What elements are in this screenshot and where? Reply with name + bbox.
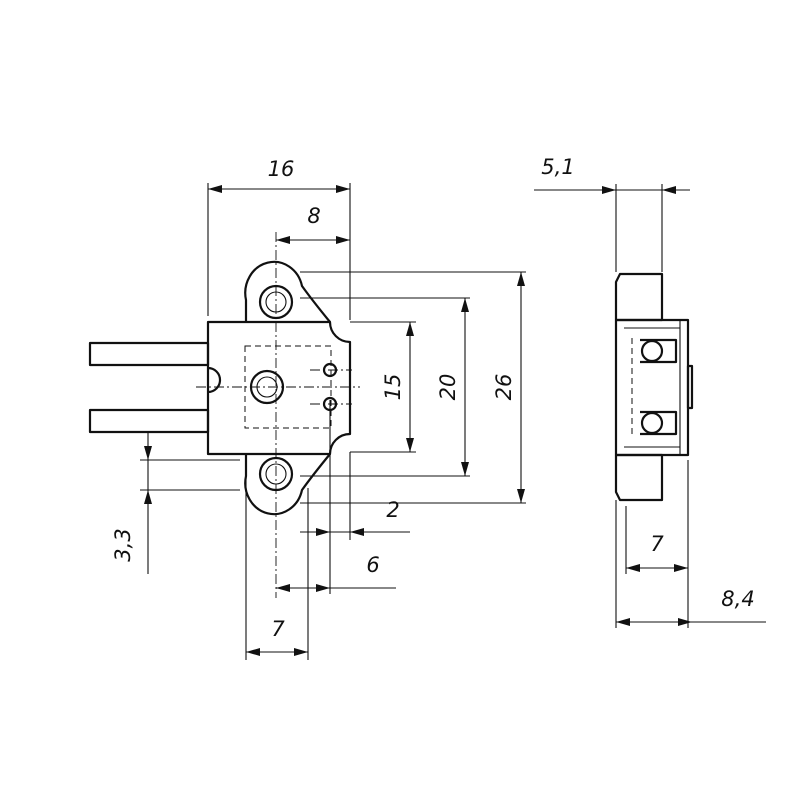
arrow-2-left [316, 528, 330, 536]
arrow-16-left [208, 185, 222, 193]
arrow-side7-left [626, 564, 640, 572]
arrow-2-right [350, 528, 364, 536]
arrow-33-bottom [144, 490, 152, 504]
front-dimensions: 16 8 15 20 26 3,3 [111, 157, 526, 660]
arrow-26-top [517, 272, 525, 286]
arrow-16-right [336, 185, 350, 193]
side-right-protrusion [686, 364, 694, 410]
side-lower-flange [614, 453, 664, 502]
side-upper-flange [614, 272, 664, 322]
arrow-26-bottom [517, 489, 525, 503]
side-lower-pivot [640, 411, 664, 435]
label-8-4: 8,4 [721, 587, 754, 611]
label-6: 6 [366, 553, 379, 577]
arrow-8-left [276, 236, 290, 244]
label-7: 7 [271, 617, 285, 641]
label-15: 15 [381, 374, 405, 401]
arrow-20-bottom [461, 462, 469, 476]
label-2: 2 [386, 498, 399, 522]
upper-terminal [88, 341, 210, 367]
side-upper-pivot [640, 339, 664, 363]
arrow-84-left [616, 618, 630, 626]
arrow-15-bottom [406, 438, 414, 452]
arrow-51-left [602, 186, 616, 194]
label-side-7: 7 [650, 532, 664, 556]
lower-terminal [88, 408, 210, 434]
arrow-20-top [461, 298, 469, 312]
label-20: 20 [436, 374, 460, 401]
arrow-side7-right [674, 564, 688, 572]
arrow-6-left [276, 584, 290, 592]
arrow-84-right [678, 618, 692, 626]
arrow-8-right [336, 236, 350, 244]
label-26: 26 [492, 374, 516, 401]
label-16: 16 [268, 157, 295, 181]
switch-body [206, 320, 352, 456]
arrow-33-top [144, 446, 152, 460]
arrow-7-left [246, 648, 260, 656]
arrow-15-top [406, 322, 414, 336]
body-notch [207, 366, 222, 394]
label-5-1: 5,1 [541, 155, 574, 179]
label-8: 8 [307, 204, 320, 228]
arrow-7-right [294, 648, 308, 656]
label-3-3: 3,3 [111, 528, 135, 561]
side-dimensions: 5,1 7 8,4 [534, 155, 766, 628]
arrow-6-right [316, 584, 330, 592]
arrow-51-right [662, 186, 676, 194]
side-view [614, 272, 694, 502]
side-upper-slot [640, 338, 678, 364]
lower-mounting-tab [244, 453, 331, 516]
side-lower-slot [640, 410, 678, 436]
